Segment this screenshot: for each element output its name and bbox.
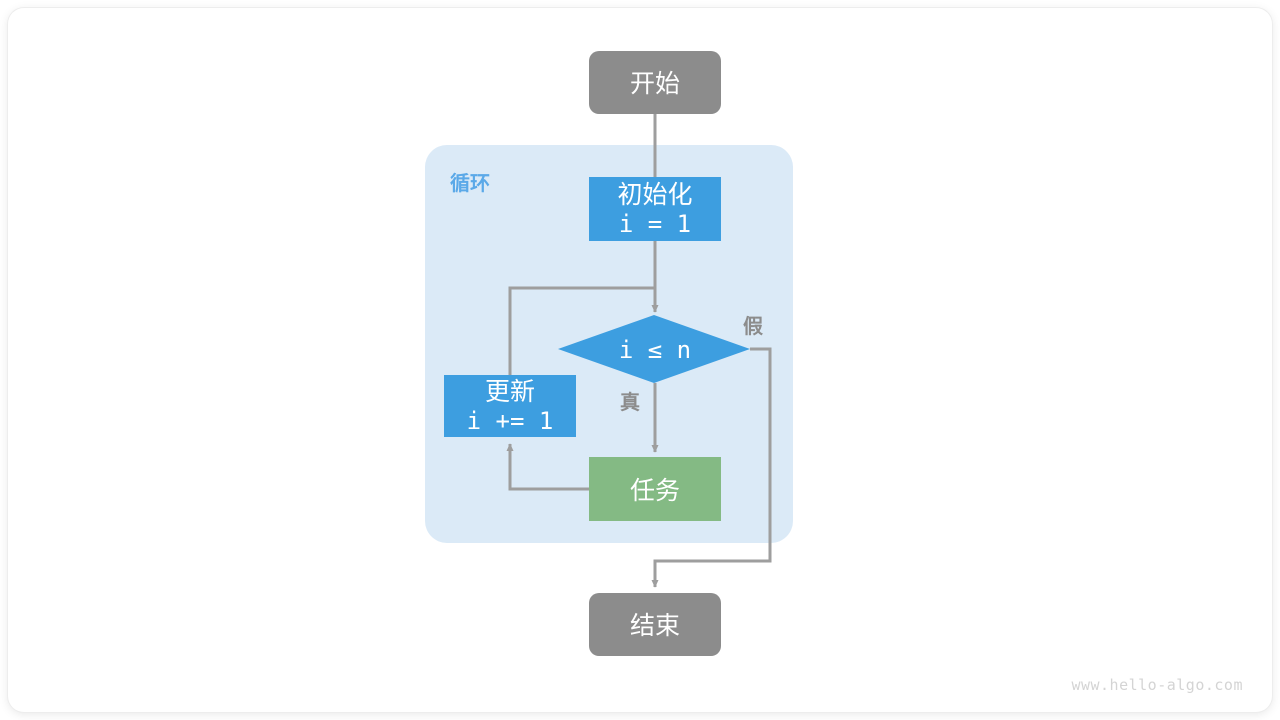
node-task-shape bbox=[589, 457, 721, 521]
node-end[interactable]: 结束 bbox=[589, 593, 721, 656]
node-start[interactable]: 开始 bbox=[589, 51, 721, 114]
node-init[interactable]: 初始化 i = 1 bbox=[589, 177, 721, 241]
node-start-label: 开始 bbox=[630, 70, 680, 98]
node-init-shape bbox=[589, 177, 721, 241]
node-decision[interactable]: i ≤ n bbox=[558, 315, 750, 383]
edge-decision-false-to-end bbox=[651, 347, 772, 588]
node-start-shape bbox=[589, 51, 721, 114]
node-decision-label: i ≤ n bbox=[619, 336, 691, 364]
node-end-label: 结束 bbox=[630, 612, 680, 640]
node-task[interactable]: 任务 bbox=[589, 457, 721, 521]
edge-update-to-decision-loopback bbox=[508, 286, 655, 375]
loop-group-label: 循环 bbox=[450, 171, 490, 195]
node-update-label-line1: 更新 bbox=[485, 378, 535, 406]
node-update-label-line2: i += 1 bbox=[467, 407, 554, 435]
edge-label-true: 真 bbox=[620, 390, 640, 414]
node-end-shape bbox=[589, 593, 721, 656]
node-init-label-line2: i = 1 bbox=[619, 210, 691, 238]
edge-label-false: 假 bbox=[743, 314, 764, 338]
node-init-label-line1: 初始化 bbox=[617, 181, 692, 209]
node-update-shape bbox=[444, 375, 576, 437]
watermark: www.hello-algo.com bbox=[1071, 676, 1243, 694]
node-update[interactable]: 更新 i += 1 bbox=[444, 375, 576, 437]
edge-task-to-update-loopback bbox=[506, 443, 589, 491]
node-decision-shape bbox=[558, 315, 750, 383]
node-task-label: 任务 bbox=[630, 477, 680, 505]
